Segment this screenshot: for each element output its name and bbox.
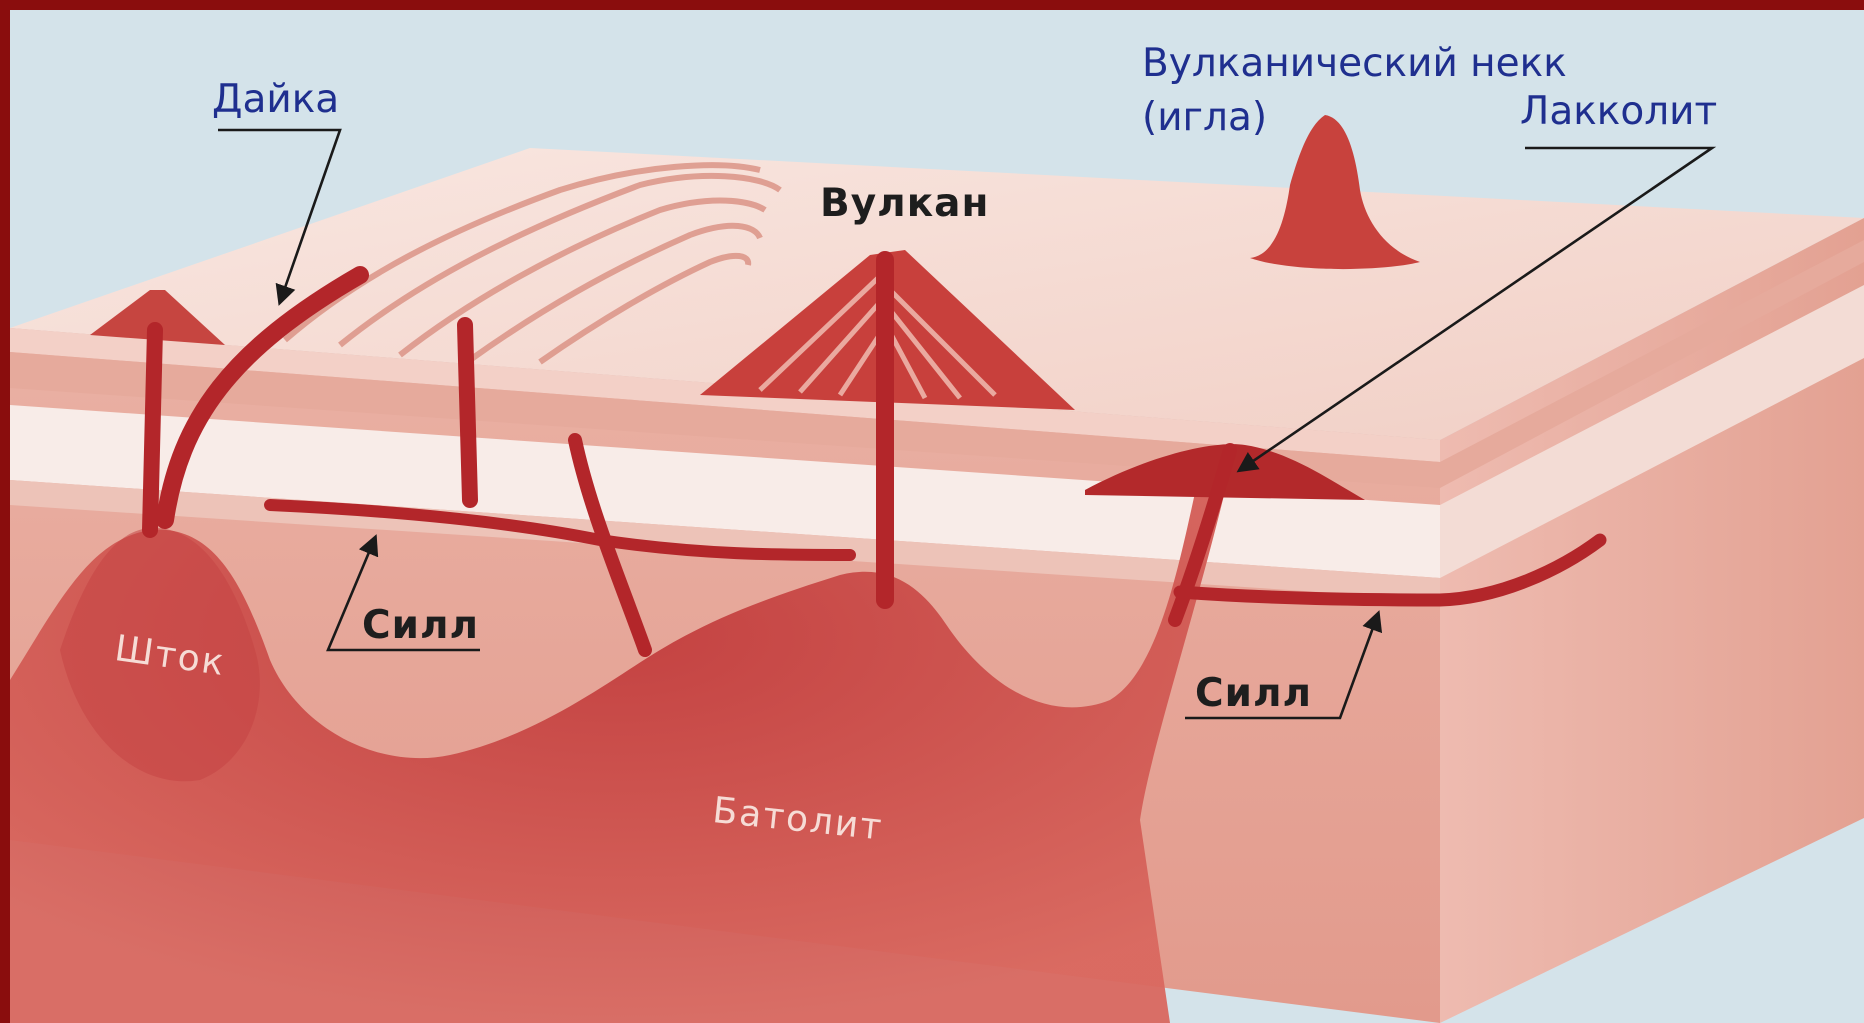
label-volcanic-neck-alt: (игла) bbox=[1142, 96, 1267, 141]
label-laccolith: Лакколит bbox=[1520, 90, 1717, 135]
label-sill-left: Силл bbox=[362, 604, 479, 649]
label-volcano: Вулкан bbox=[820, 182, 989, 227]
label-sill-right: Силл bbox=[1195, 672, 1312, 717]
label-dike: Дайка bbox=[212, 78, 339, 123]
label-volcanic-neck: Вулканический некк bbox=[1142, 42, 1567, 87]
